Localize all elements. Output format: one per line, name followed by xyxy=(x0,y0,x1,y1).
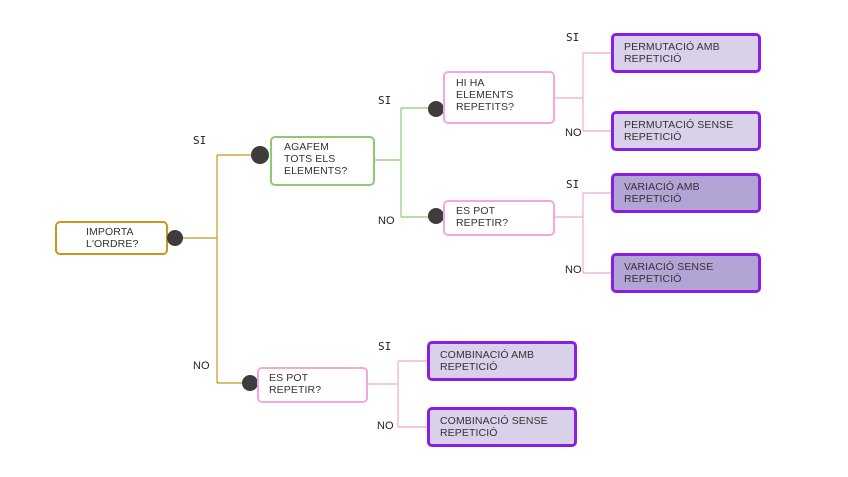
can-repeat-unordered-question-node[interactable]: ES POT REPETIR? xyxy=(257,367,368,403)
can-repeat-ordered-expand-dot[interactable] xyxy=(428,208,444,224)
result-combination-with-repetition[interactable]: COMBINACIÓ AMB REPETICIÓ xyxy=(427,341,577,381)
result-permutation-with-repetition[interactable]: PERMUTACIÓ AMB REPETICIÓ xyxy=(611,33,761,73)
branch-label-si: SI xyxy=(378,94,392,107)
result-variation-without-repetition[interactable]: VARIACIÓ SENSE REPETICIÓ xyxy=(611,253,761,293)
root-question-node[interactable]: IMPORTA L'ORDRE? xyxy=(55,221,168,255)
branch-label-no: NO xyxy=(193,360,210,372)
root-expand-dot[interactable] xyxy=(167,230,183,246)
branch-label-si: SI xyxy=(566,31,580,44)
can-repeat-unordered-expand-dot[interactable] xyxy=(242,375,258,391)
root-connectors xyxy=(183,154,254,384)
branch-label-no: NO xyxy=(378,215,395,227)
branch-label-no: NO xyxy=(377,420,394,432)
branch-label-no: NO xyxy=(565,127,582,139)
take-all-question-node[interactable]: AGAFEM TOTS ELS ELEMENTS? xyxy=(270,136,375,186)
repeated-elements-question-node[interactable]: HI HA ELEMENTS REPETITS? xyxy=(443,71,555,124)
branch-label-si: SI xyxy=(193,134,207,147)
can-repeat-ordered-connectors xyxy=(554,192,612,274)
can-repeat-unordered-connectors xyxy=(368,360,428,428)
take-all-connectors xyxy=(374,107,430,218)
take-all-expand-dot[interactable] xyxy=(251,146,269,164)
result-combination-without-repetition[interactable]: COMBINACIÓ SENSE REPETICIÓ xyxy=(427,407,577,447)
branch-label-si: SI xyxy=(378,340,392,353)
result-permutation-without-repetition[interactable]: PERMUTACIÓ SENSE REPETICIÓ xyxy=(611,111,761,151)
repeated-elements-expand-dot[interactable] xyxy=(428,101,444,117)
branch-label-no: NO xyxy=(565,264,582,276)
result-variation-with-repetition[interactable]: VARIACIÓ AMB REPETICIÓ xyxy=(611,173,761,213)
branch-label-si: SI xyxy=(566,178,580,191)
repeated-elements-connectors xyxy=(554,52,612,132)
can-repeat-ordered-question-node[interactable]: ES POT REPETIR? xyxy=(443,200,555,236)
